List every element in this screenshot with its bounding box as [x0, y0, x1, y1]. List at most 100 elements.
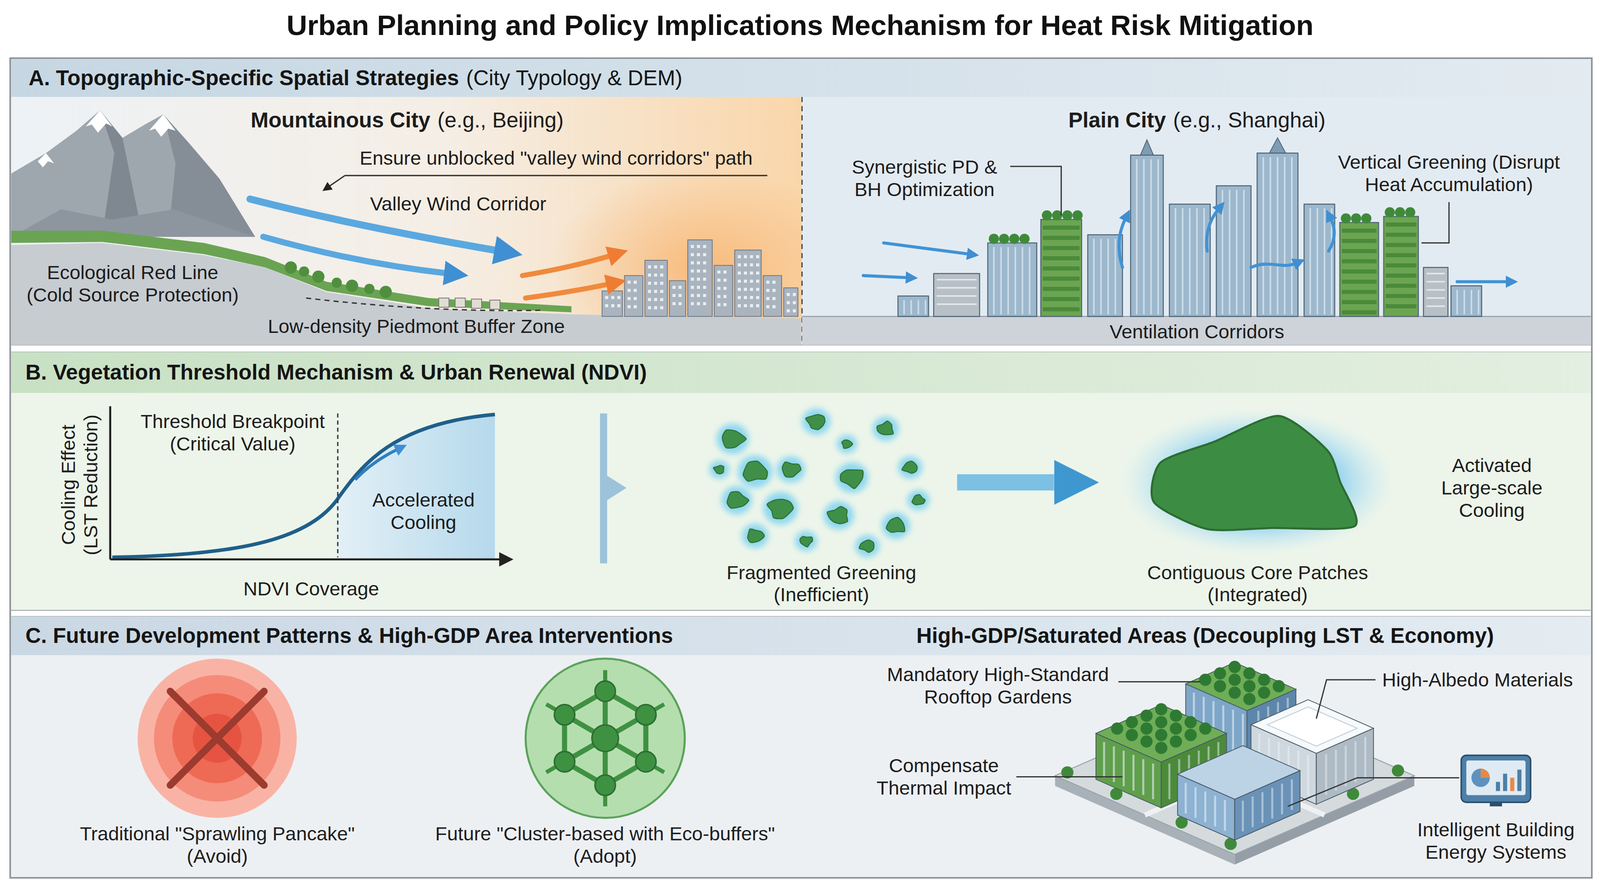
- city-skyline: [737, 255, 741, 259]
- valley-wind-arrows: [263, 236, 449, 274]
- mountain-landscape: [11, 110, 801, 345]
- node-label: Traditional "Sprawling Pancake" (Avoid): [64, 822, 371, 867]
- city-skyline: [691, 293, 695, 297]
- city-buildings: [1341, 279, 1377, 284]
- city-buildings: [1470, 289, 1473, 315]
- city-skyline: [647, 289, 652, 293]
- city-skyline: [756, 287, 760, 292]
- isometric-buildings: [1228, 660, 1241, 673]
- city-buildings: [1340, 213, 1352, 224]
- city-buildings: [1028, 247, 1031, 315]
- city-buildings: [1093, 238, 1095, 314]
- city-skyline: [672, 301, 676, 305]
- panel-backgrounds: [11, 655, 1591, 877]
- isometric-buildings: [1354, 740, 1357, 782]
- threshold-chart: [355, 448, 399, 480]
- threshold-chart: [110, 557, 503, 561]
- city-skyline: [696, 244, 700, 248]
- energy-system-icon: [1517, 769, 1522, 791]
- city-buildings: [1014, 247, 1016, 315]
- city-buildings: [1062, 210, 1073, 221]
- fragmented-patches: [841, 439, 853, 448]
- city-skyline: [660, 306, 664, 310]
- fragmented-patches: [802, 408, 831, 435]
- city-buildings: [1043, 225, 1080, 230]
- isometric-buildings: [1169, 721, 1183, 735]
- city-skyline: [696, 252, 700, 257]
- city-buildings: [1043, 245, 1080, 250]
- illustrated-node: Contiguous Core Patches (Integrated): [1117, 408, 1399, 606]
- panel-heading: C. Future Development Patterns & High-GD…: [25, 623, 674, 648]
- piedmont-trees: [284, 260, 392, 298]
- fragmented-patches: [767, 499, 794, 519]
- city-skyline: [743, 304, 748, 308]
- city-buildings: [1182, 208, 1184, 315]
- city-buildings: [1107, 238, 1109, 314]
- adopt-symbol: [525, 658, 685, 818]
- city-buildings: [1100, 238, 1102, 314]
- city-buildings: [1463, 289, 1466, 315]
- city-buildings: [988, 233, 1000, 244]
- piedmont-houses: [438, 297, 449, 307]
- isometric-buildings: [1194, 786, 1197, 818]
- isometric-buildings: [1272, 679, 1285, 692]
- valley-wind-arrows: [522, 255, 613, 276]
- isometric-buildings: [1243, 679, 1256, 692]
- panel-heading: High-GDP/Saturated Areas (Decoupling LST…: [916, 623, 1494, 648]
- city-skyline: [624, 275, 644, 317]
- fragmented-patches: [840, 469, 864, 489]
- city-buildings: [1228, 189, 1231, 315]
- fragmented-patches: [763, 491, 798, 525]
- city-skyline: [743, 287, 748, 292]
- panel-backgrounds: [11, 392, 1591, 611]
- panel-backgrounds: [11, 59, 1591, 97]
- piedmont-trees: [364, 283, 375, 294]
- city-buildings: [1304, 204, 1335, 317]
- fragmented-patches: [836, 434, 858, 453]
- city-skyline: [669, 280, 686, 317]
- avoid-symbol: [154, 674, 281, 801]
- city-skyline: [743, 255, 748, 259]
- isometric-buildings: [1111, 721, 1124, 735]
- city-skyline: [766, 288, 770, 292]
- diagram-title: Urban Planning and Policy Implications M…: [286, 8, 1314, 42]
- city-buildings: [1341, 259, 1377, 264]
- city-buildings: [1150, 159, 1152, 315]
- city-buildings: [936, 303, 977, 305]
- city-skyline: [611, 295, 615, 300]
- city-buildings: [1021, 247, 1023, 315]
- city-buildings: [1216, 185, 1251, 317]
- city-skyline: [703, 244, 707, 248]
- city-skyline: [714, 265, 733, 317]
- city-skyline: [644, 260, 668, 317]
- city-skyline: [766, 304, 770, 309]
- leader-line: [1421, 201, 1449, 243]
- city-buildings: [1130, 155, 1164, 317]
- city-skyline: [654, 306, 658, 310]
- fragmented-patches: [897, 456, 923, 479]
- isometric-buildings: [1228, 686, 1241, 699]
- city-skyline: [703, 252, 707, 257]
- isometric-buildings: [1155, 715, 1168, 728]
- illustrated-node: Fragmented Greening (Inefficient): [704, 408, 939, 606]
- city-skyline: [611, 304, 615, 308]
- city-skyline: [691, 285, 695, 289]
- city-buildings: [1043, 256, 1080, 261]
- isometric-buildings: [1267, 706, 1357, 746]
- city-skyline: [672, 293, 676, 297]
- city-skyline: [743, 271, 748, 275]
- city-skyline: [737, 263, 741, 267]
- annotation-label: Ventilation Corridors: [1109, 320, 1285, 344]
- city-buildings: [936, 295, 977, 297]
- ventilation-arrows: [1118, 218, 1126, 268]
- city-buildings: [1316, 208, 1318, 315]
- city-buildings: [1341, 248, 1377, 253]
- adopt-symbol: [554, 704, 575, 725]
- city-buildings: [1426, 288, 1445, 291]
- annotation-label: Ecological Red Line (Cold Source Protect…: [23, 261, 242, 306]
- piedmont-trees: [299, 266, 310, 277]
- city-buildings: [1451, 285, 1482, 317]
- isometric-buildings: [1243, 666, 1256, 679]
- isometric-buildings: [1125, 715, 1138, 728]
- city-skyline: [691, 244, 695, 248]
